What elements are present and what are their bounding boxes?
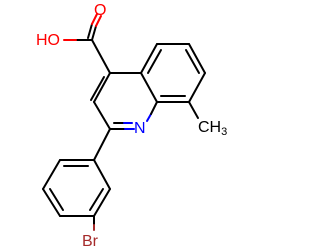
hydroxyl-label: HO xyxy=(36,32,60,49)
bond-c7-c8 xyxy=(188,72,206,103)
structure-diagram: HO O N CH3 Br xyxy=(36,2,227,250)
bromophenyl-ring xyxy=(42,128,111,231)
bond-carbonyl-black-1 xyxy=(91,25,97,41)
bromine-label: Br xyxy=(82,233,99,250)
methyl-label-main: CH xyxy=(198,119,221,136)
bond-c6-c7-inner xyxy=(185,49,200,74)
bond-c3-c2 xyxy=(93,101,111,130)
bond-c2-phenyl xyxy=(93,128,111,161)
methyl-label-subscript: 3 xyxy=(221,126,227,138)
bond-c4-cooh xyxy=(91,39,111,74)
bond-carbonyl-red-2 xyxy=(91,13,98,25)
bond-ph3-ph4 xyxy=(42,188,61,217)
bond-ph6-ph1 xyxy=(93,159,111,190)
bond-ph5-ph6 xyxy=(93,188,111,217)
bond-carbonyl-red-1 xyxy=(95,15,102,27)
quinoline-ring xyxy=(90,43,206,130)
bond-n1-c8a-blue xyxy=(146,113,152,122)
bond-n1-c8a-black xyxy=(150,101,158,115)
bond-ph5-ph6-inner xyxy=(89,188,104,211)
carboxylic-acid-group xyxy=(63,13,111,74)
bond-c8a-c4a xyxy=(140,72,158,103)
bond-c4-c3-inner xyxy=(90,76,105,101)
bond-c8-methyl xyxy=(188,101,199,119)
bond-ph2-ph3 xyxy=(42,159,61,190)
bond-c6-c7 xyxy=(188,43,206,74)
carbonyl-oxygen-label: O xyxy=(94,2,106,19)
bond-carbonyl-black-2 xyxy=(87,23,93,39)
methyl-label: CH3 xyxy=(198,119,227,138)
bond-c4a-c5 xyxy=(140,43,158,74)
ring-nitrogen-label: N xyxy=(134,120,146,137)
bond-c4-c3 xyxy=(93,72,111,103)
bond-c4a-c5-inner xyxy=(147,49,162,74)
bond-ph3-ph4-inner xyxy=(49,188,64,211)
